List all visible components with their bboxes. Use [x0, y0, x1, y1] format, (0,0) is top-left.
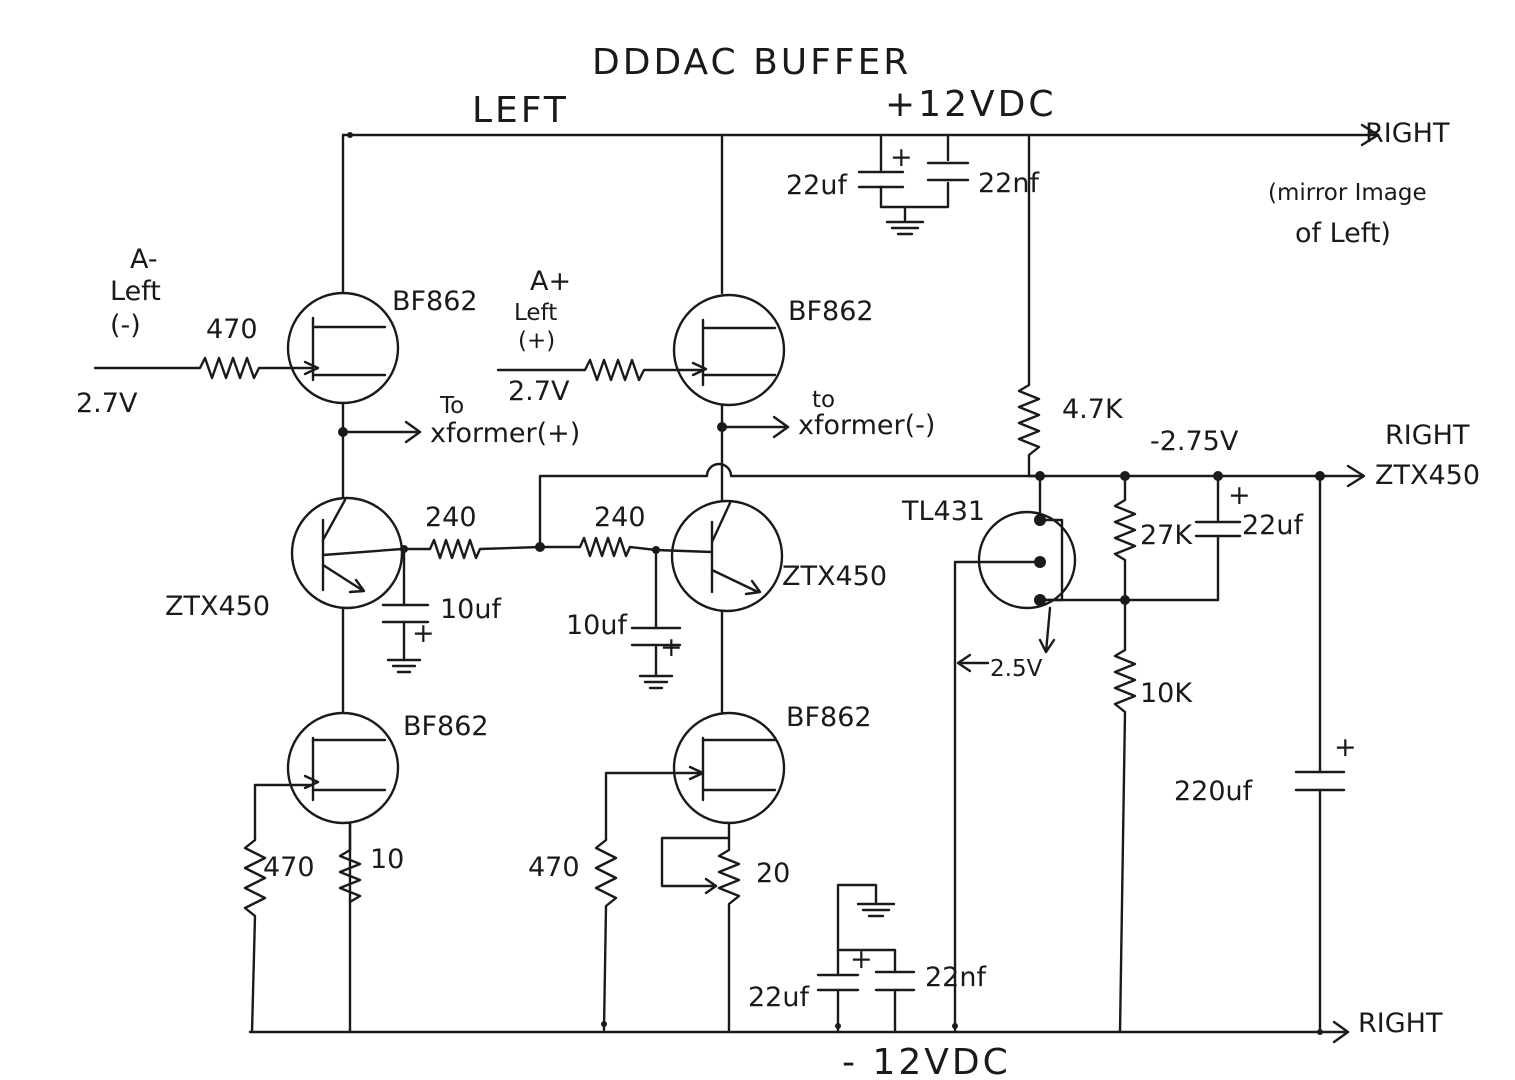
mirror-note-line2: of Left)	[1295, 218, 1391, 249]
input-a-minus-resistor: 470	[206, 314, 258, 345]
c-top-film-label: 22nf	[978, 168, 1040, 199]
neg-rail	[248, 1020, 1350, 1044]
q2-label: ZTX450	[165, 591, 270, 622]
right-bottom-label: RIGHT	[1358, 1008, 1443, 1039]
c-top-elec-label: 22uf	[786, 170, 848, 201]
output-pos-line2: xformer(+)	[430, 418, 580, 449]
r-q3-gate	[243, 838, 267, 1034]
q3-jfet-bf862	[253, 711, 400, 842]
c-220-label: 220uf	[1174, 776, 1254, 807]
base-network-1	[381, 538, 542, 674]
pos-rail	[341, 123, 1380, 147]
plus-sign: +	[850, 944, 873, 975]
r-q3-gate-label: 470	[263, 852, 315, 883]
c-base-2-label: 10uf	[566, 610, 628, 641]
r-27k	[1113, 474, 1137, 602]
right-top-label: RIGHT	[1365, 118, 1450, 149]
input-a-plus-wire	[496, 358, 705, 382]
diagram-title: DDDAC BUFFER	[592, 42, 911, 83]
input-a-plus-line1: Left	[514, 300, 557, 326]
input-a-minus-wire	[93, 356, 315, 380]
neg-rail-label: - 12VDC	[842, 1042, 1011, 1080]
plus-sign: +	[412, 618, 435, 649]
input-a-plus-voltage: 2.7V	[508, 376, 570, 407]
left-channel-label: LEFT	[472, 90, 569, 131]
mirror-note-line1: (mirror Image	[1268, 180, 1427, 206]
bias-voltage-label: -2.75V	[1150, 426, 1239, 457]
plus-sign: +	[1334, 732, 1357, 763]
c-bias-22uf	[1123, 474, 1242, 602]
r-base-2-label: 240	[594, 502, 646, 533]
c-bias-label: 22uf	[1242, 510, 1304, 541]
middle-column-wiring	[535, 133, 790, 715]
tl431-regulator	[952, 474, 1130, 1034]
r-q6-src-label: 20	[756, 858, 790, 889]
r-4k7-label: 4.7K	[1062, 394, 1124, 425]
q5-label: ZTX450	[782, 561, 887, 592]
q2-npn-ztx450	[290, 496, 404, 610]
plus-sign: +	[1228, 480, 1251, 511]
pos-rail-label: +12VDC	[885, 84, 1056, 125]
output-neg-line1: to	[812, 387, 835, 413]
q3-label: BF862	[403, 711, 489, 742]
r-10k	[1113, 598, 1137, 1034]
q1-label: BF862	[392, 286, 478, 317]
r-27k-label: 27K	[1140, 520, 1193, 551]
c-bot-elec-label: 22uf	[748, 982, 810, 1013]
c-base-1-label: 10uf	[440, 594, 502, 625]
input-a-minus-line1: Left	[110, 276, 161, 307]
input-a-minus-name: A-	[130, 244, 158, 275]
tl431-ref-label: 2.5V	[990, 656, 1043, 682]
r-q6-gate-label: 470	[528, 852, 580, 883]
c-bot-film-label: 22nf	[925, 962, 987, 993]
r-4k7	[1017, 133, 1042, 478]
q5-npn-ztx450	[654, 499, 784, 613]
q6-label: BF862	[786, 702, 872, 733]
q4-jfet-bf862	[672, 293, 786, 407]
plus-sign: +	[660, 632, 683, 663]
r-q6-gate	[594, 838, 618, 1032]
q1-jfet-bf862	[286, 291, 400, 405]
q4-label: BF862	[788, 296, 874, 327]
top-decoupling-caps	[857, 133, 970, 236]
base-network-2	[538, 536, 682, 690]
right-mid-ztx-label: ZTX450	[1375, 460, 1480, 491]
left-column-wiring	[338, 133, 422, 1034]
tl431-label: TL431	[901, 496, 985, 527]
q6-jfet-bf862	[604, 711, 786, 842]
output-neg-line2: xformer(-)	[798, 410, 935, 441]
r-q3-src-label: 10	[370, 844, 404, 875]
r-10k-label: 10K	[1140, 678, 1193, 709]
r-q3-source	[338, 821, 362, 904]
bottom-decoupling-caps	[816, 883, 916, 1034]
input-a-minus-voltage: 2.7V	[76, 388, 138, 419]
c-220uf	[1294, 474, 1346, 1035]
input-a-minus-line2: (-)	[110, 310, 141, 341]
input-a-plus-name: A+	[530, 266, 571, 297]
plus-sign: +	[890, 142, 913, 173]
r-q6-source-trim	[660, 821, 741, 1034]
input-a-plus-line2: (+)	[518, 328, 555, 354]
r-base-1-label: 240	[425, 502, 477, 533]
output-pos-line1: To	[439, 393, 464, 419]
right-mid-label: RIGHT	[1385, 420, 1470, 451]
